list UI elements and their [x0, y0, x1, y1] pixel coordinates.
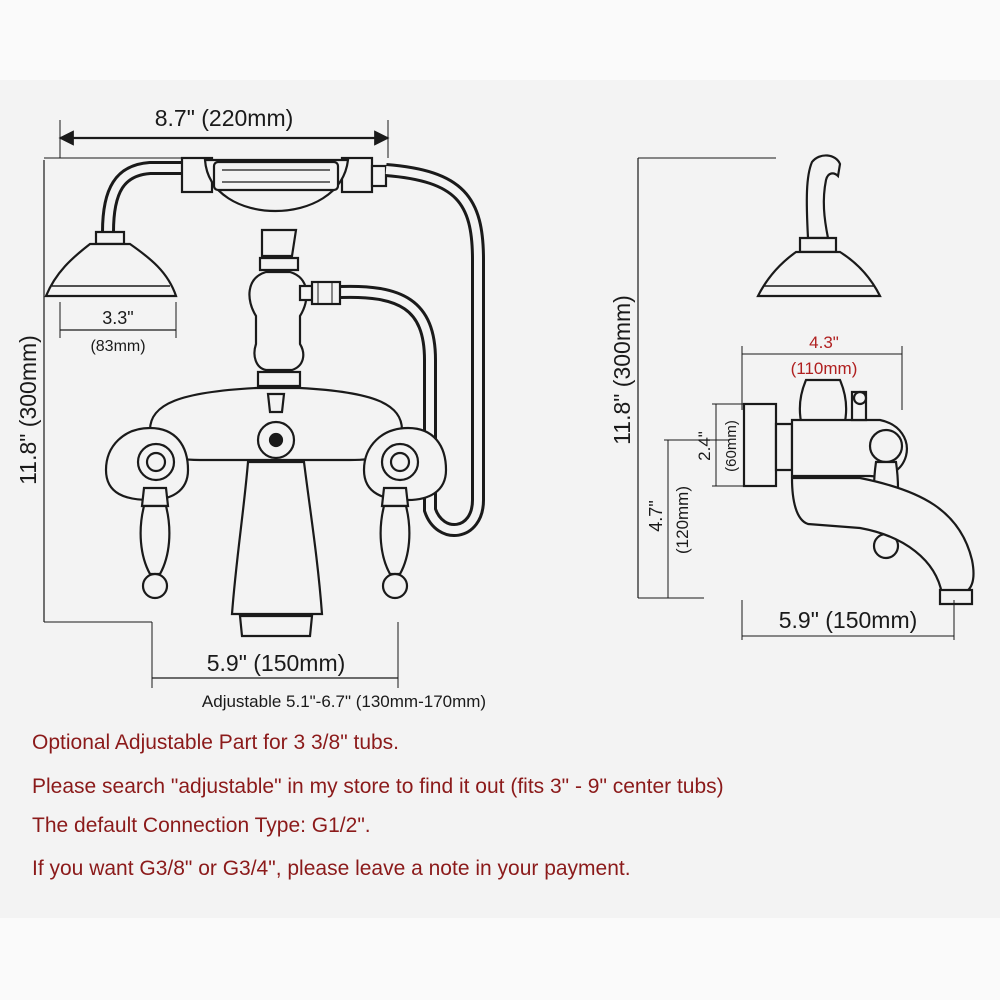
- depth-label-in: 4.3": [809, 333, 839, 352]
- center-distance-label: 5.9" (150mm): [207, 650, 346, 676]
- flange-label-in: 2.4": [695, 431, 714, 461]
- spout-height-label-in: 4.7": [646, 500, 666, 531]
- spout-height-label-mm: (120mm): [673, 486, 692, 554]
- depth-label-mm: (110mm): [791, 359, 858, 378]
- side-wall-flange: [742, 402, 778, 488]
- top-band: [0, 0, 1000, 80]
- note-optional-part: Optional Adjustable Part for 3 3/8" tubs…: [32, 731, 400, 754]
- width-label: 8.7" (220mm): [155, 105, 294, 131]
- shower-head: [44, 242, 178, 298]
- note-connection-request: If you want G3/8" or G3/4", please leave…: [32, 857, 631, 880]
- height-label-left: 11.8" (300mm): [15, 335, 41, 485]
- right-handle: [379, 504, 411, 576]
- diverter-column: [248, 270, 308, 372]
- note-default-connection: The default Connection Type: G1/2".: [32, 814, 371, 837]
- bottom-band: [0, 918, 1000, 1000]
- spout-reach-label: 5.9" (150mm): [779, 607, 918, 633]
- left-handle: [139, 504, 171, 576]
- spout: [230, 460, 324, 616]
- front-view: [43, 120, 485, 688]
- shower-head-width-in: 3.3": [102, 308, 133, 328]
- side-shower-head: [756, 250, 882, 298]
- flange-label-mm: (60mm): [723, 420, 740, 472]
- shower-head-width-mm: (83mm): [90, 338, 145, 355]
- side-view: [637, 154, 975, 640]
- height-label-right: 11.8" (300mm): [609, 295, 635, 445]
- note-search-store: Please search "adjustable" in my store t…: [32, 775, 724, 798]
- adjustable-range-label: Adjustable 5.1"-6.7" (130mm-170mm): [202, 692, 486, 711]
